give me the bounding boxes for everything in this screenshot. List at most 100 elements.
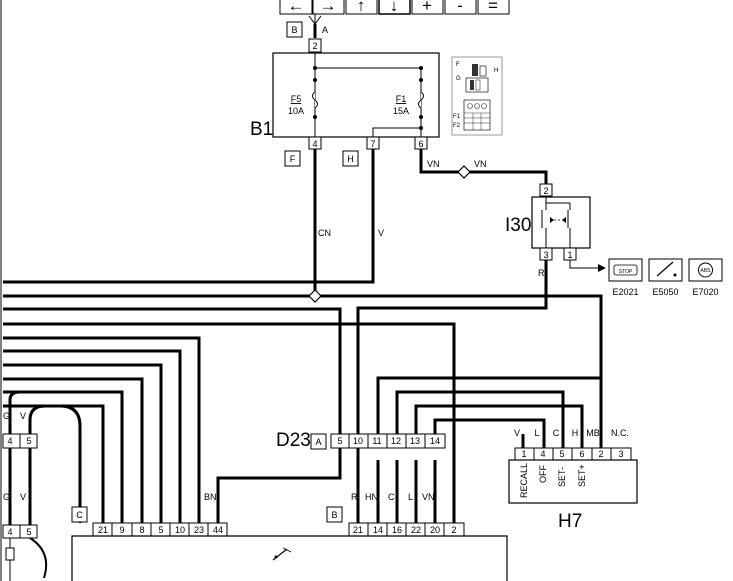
- left-connector-top[interactable]: G V 4 5: [2, 411, 38, 449]
- svg-text:12: 12: [391, 436, 401, 446]
- wires: [3, 14, 606, 525]
- i30-switch[interactable]: 2 I30 3 1: [505, 183, 591, 261]
- svg-text:=: =: [488, 0, 498, 15]
- zoom-out-button[interactable]: -: [444, 0, 477, 15]
- svg-text:3: 3: [543, 250, 548, 260]
- svg-text:21: 21: [353, 525, 363, 535]
- nav-down-button[interactable]: ↓: [378, 0, 411, 15]
- svg-text:14: 14: [430, 436, 440, 446]
- svg-text:A: A: [315, 437, 321, 447]
- fit-button[interactable]: =: [477, 0, 510, 15]
- svg-text:44: 44: [213, 525, 223, 535]
- svg-text:L: L: [534, 428, 539, 438]
- svg-text:4: 4: [312, 139, 317, 149]
- svg-text:F: F: [290, 154, 296, 164]
- cruise-control-icon: [272, 547, 292, 561]
- zoom-in-button[interactable]: +: [411, 0, 444, 15]
- h7-switch[interactable]: V L C H MB N.C. 1 4 5 6 2 3 RECALL OFF S…: [508, 428, 638, 532]
- svg-text:9: 9: [119, 525, 124, 535]
- svg-text:↓: ↓: [390, 0, 399, 15]
- location-inset: F G H F1 F2: [451, 56, 503, 136]
- svg-text:11: 11: [372, 436, 381, 446]
- svg-text:F1: F1: [396, 94, 407, 104]
- svg-text:2: 2: [598, 449, 603, 459]
- svg-text:F5: F5: [291, 94, 302, 104]
- abs-icon[interactable]: ABS E7020: [688, 258, 723, 297]
- svg-text:2: 2: [451, 525, 456, 535]
- svg-text:H: H: [347, 154, 354, 164]
- svg-text:STOP: STOP: [619, 269, 633, 275]
- svg-text:V: V: [378, 228, 384, 238]
- svg-text:8: 8: [139, 525, 144, 535]
- left-connector-bottom[interactable]: G V 4 5: [2, 492, 48, 581]
- svg-text:V: V: [514, 428, 520, 438]
- svg-text:VN: VN: [474, 159, 487, 169]
- svg-text:4: 4: [7, 527, 12, 537]
- svg-text:16: 16: [392, 525, 402, 535]
- svg-text:10A: 10A: [288, 106, 304, 116]
- i30-label: I30: [505, 215, 531, 236]
- control-unit[interactable]: [71, 535, 508, 581]
- svg-text:→: →: [320, 0, 337, 15]
- d23-connector[interactable]: D23 A 5 10 11 12 13 14: [276, 430, 446, 451]
- b1-label: B1: [250, 119, 273, 140]
- svg-text:E2021: E2021: [612, 287, 638, 297]
- b1-fuse-box[interactable]: B A 2 F5 10A F1 15A B1 4 7 6 F H: [250, 21, 440, 167]
- svg-text:E5050: E5050: [652, 287, 678, 297]
- svg-text:C: C: [388, 492, 395, 502]
- svg-text:B: B: [291, 25, 297, 35]
- wire-labels: CN V VN VN R: [318, 159, 545, 278]
- svg-text:VN: VN: [427, 159, 440, 169]
- svg-text:6: 6: [418, 139, 423, 149]
- svg-text:C: C: [553, 428, 560, 438]
- svg-text:G: G: [3, 411, 10, 421]
- svg-text:14: 14: [373, 525, 383, 535]
- svg-text:N.C.: N.C.: [611, 428, 629, 438]
- svg-text:22: 22: [411, 525, 421, 535]
- svg-text:VN: VN: [422, 492, 435, 502]
- svg-text:1: 1: [567, 250, 572, 260]
- svg-text:21: 21: [98, 525, 108, 535]
- svg-text:R: R: [351, 492, 358, 502]
- nav-left-button[interactable]: ←: [279, 0, 313, 15]
- h7-label: H7: [558, 511, 582, 532]
- svg-text:-: -: [457, 0, 463, 15]
- svg-text:F2: F2: [453, 123, 461, 129]
- svg-text:E7020: E7020: [692, 287, 718, 297]
- svg-text:23: 23: [194, 525, 204, 535]
- svg-text:1: 1: [521, 449, 526, 459]
- svg-text:SET-: SET-: [557, 467, 567, 487]
- svg-text:ABS: ABS: [700, 268, 711, 274]
- svg-text:7: 7: [370, 139, 375, 149]
- svg-text:H: H: [494, 68, 498, 74]
- toolbar: ← → ↑ ↓ + - =: [279, 0, 510, 15]
- svg-text:←: ←: [288, 0, 305, 15]
- svg-text:G: G: [3, 492, 10, 502]
- nav-up-button[interactable]: ↑: [345, 0, 378, 15]
- svg-text:5: 5: [158, 525, 163, 535]
- svg-text:H: H: [572, 428, 579, 438]
- svg-text:BN: BN: [204, 492, 217, 502]
- bottom-connector-c[interactable]: C BN 21 9 8 5 10 23 44: [71, 492, 228, 537]
- svg-text:V: V: [20, 492, 26, 502]
- svg-text:RECALL: RECALL: [519, 463, 529, 498]
- svg-text:2: 2: [312, 41, 317, 51]
- svg-text:F1: F1: [453, 114, 461, 120]
- svg-text:5: 5: [26, 527, 31, 537]
- svg-text:V: V: [20, 411, 26, 421]
- stop-icon[interactable]: STOP E2021: [608, 258, 643, 297]
- fuse-f1: F1 15A: [393, 94, 409, 116]
- svg-text:↑: ↑: [357, 0, 366, 15]
- svg-text:15A: 15A: [393, 106, 409, 116]
- svg-text:4: 4: [7, 436, 12, 446]
- nav-right-button[interactable]: →: [312, 0, 345, 15]
- svg-text:13: 13: [410, 436, 420, 446]
- cruise-icon[interactable]: E5050: [648, 258, 683, 297]
- junction-diamonds: [308, 165, 471, 303]
- svg-text:A: A: [322, 25, 328, 35]
- svg-text:20: 20: [430, 525, 440, 535]
- svg-text:2: 2: [543, 186, 548, 196]
- bottom-connector-b[interactable]: B R HN C L VN 21 14 16 22 20 2: [326, 492, 465, 537]
- fuse-f5: F5 10A: [288, 94, 304, 116]
